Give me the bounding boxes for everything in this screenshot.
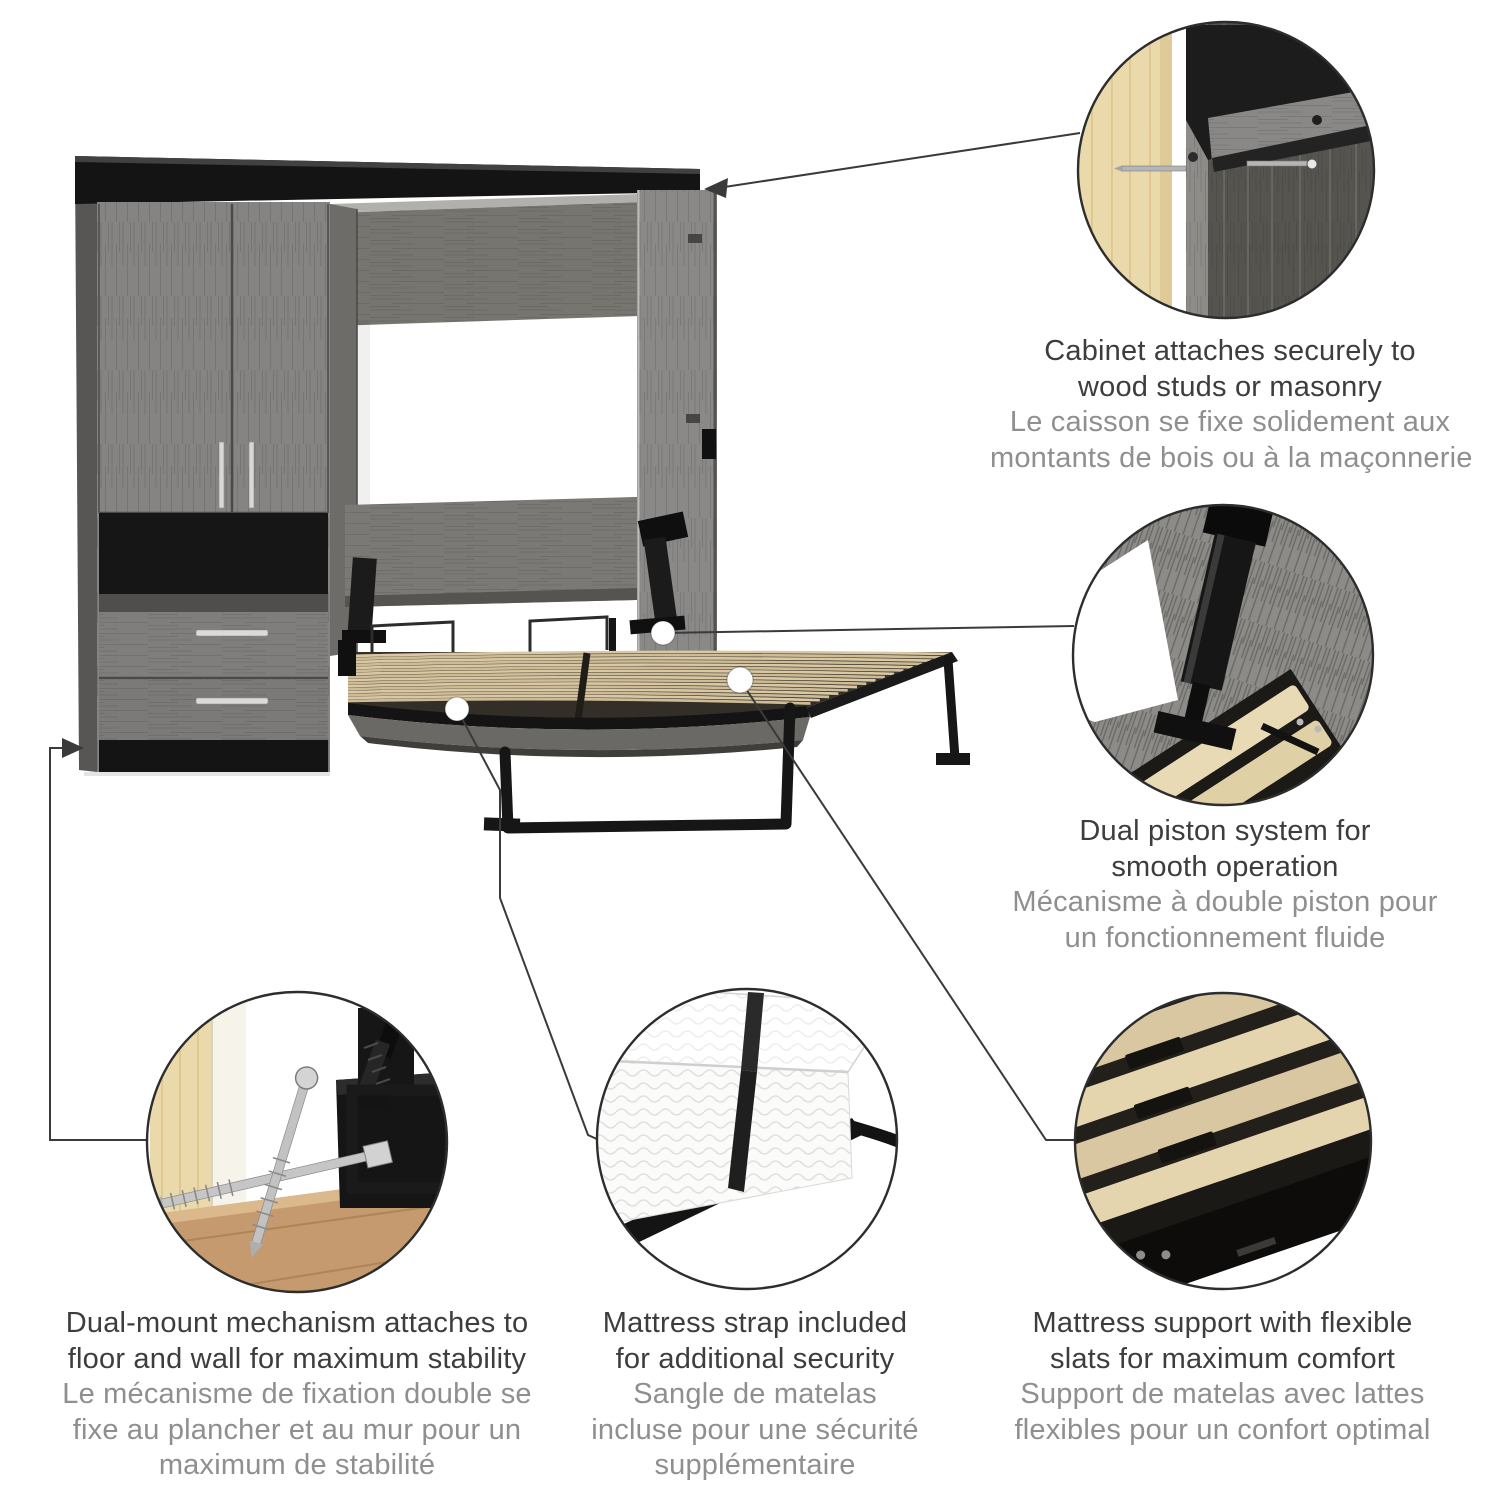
leader-anchor-dots [444, 620, 754, 722]
feature-text-dual-piston: Dual piston system for smooth operation … [990, 814, 1460, 956]
feature-text-dual-mount: Dual-mount mechanism attaches to floor a… [20, 1306, 574, 1484]
feature-en-line: Mattress support with flexible [1032, 1307, 1413, 1339]
feature-fr-line: Le mécanisme de fixation double se [62, 1378, 532, 1410]
leader-dual-piston [662, 625, 1075, 634]
feature-fr-line: Mécanisme à double piston pour [1012, 886, 1438, 918]
feature-en-line: Cabinet attaches securely to [1044, 335, 1416, 367]
anchor-dot-strap [444, 696, 470, 722]
mattress-strap-band [728, 992, 764, 1192]
feature-en-line: slats for maximum comfort [1050, 1342, 1395, 1375]
leader-dual-mount [49, 747, 148, 1141]
closeup-dual-piston [1071, 503, 1375, 807]
leader-mattress-strap [456, 708, 600, 1141]
closeup-cabinet-attachment [1076, 20, 1376, 320]
drawer-handle-bottom [195, 697, 269, 705]
drawers [99, 612, 328, 740]
closeup-flexible-slats [1073, 991, 1373, 1291]
feature-text-cabinet-attachment: Cabinet attaches securely to wood studs … [990, 334, 1473, 476]
closeup-mattress-strap [595, 987, 899, 1291]
feature-fr-line: Le caisson se fixe solidement aux [1009, 406, 1451, 438]
door-handle-left [218, 441, 225, 509]
feature-en-line: Dual piston system for [1079, 815, 1371, 847]
callout-circle-dual-mount [145, 990, 449, 1294]
door-pull-handle [702, 429, 716, 459]
feature-en-line: wood studs or masonry [1078, 370, 1382, 403]
feature-en-line: Dual-mount mechanism attaches to [65, 1307, 529, 1339]
callout-circle-mattress-strap [595, 987, 899, 1291]
feature-en-line: smooth operation [1111, 850, 1339, 883]
right-door-open [637, 190, 717, 700]
leader-slat-support [739, 679, 1077, 1141]
cabinet-base [99, 740, 328, 772]
door-handle-right [248, 441, 255, 509]
drawer-handle-top [195, 629, 269, 637]
callout-circle-cabinet-attachment [1076, 20, 1376, 320]
feature-fr-line: maximum de stabilité [158, 1449, 436, 1481]
feature-fr-line: Sangle de matelas [633, 1378, 877, 1410]
bed-cabinet [330, 190, 717, 700]
cabinet-top-cap [75, 156, 700, 204]
feature-fr-line: supplémentaire [654, 1449, 856, 1481]
closeup-dual-mount [145, 990, 449, 1294]
piston-assembly [1153, 505, 1276, 751]
feature-fr-line: Support de matelas avec lattes [1020, 1378, 1425, 1410]
arrowhead-dual-mount [62, 738, 84, 758]
mounting-screws [1114, 115, 1322, 172]
storage-cabinet [84, 202, 330, 776]
feature-fr-line: incluse pour une sécurité [591, 1413, 919, 1446]
cabinet-left-side-panel [75, 166, 97, 772]
bed-legs [499, 655, 960, 834]
feature-en-line: Mattress strap included [602, 1307, 908, 1339]
mattress-retainer-bars [370, 615, 609, 657]
feature-text-slat-support: Mattress support with flexible slats for… [970, 1306, 1475, 1448]
bed-frame [338, 640, 970, 834]
anchor-dot-slats [726, 666, 754, 694]
feature-fr-line: fixe au plancher et au mur pour un [72, 1413, 522, 1446]
left-piston [342, 557, 386, 643]
open-shelf [99, 513, 328, 612]
callout-circle-dual-piston [1071, 503, 1375, 807]
feature-text-mattress-strap: Mattress strap included for additional s… [540, 1306, 970, 1484]
wall-bed-unit [75, 156, 970, 834]
callout-circle-flexible-slats [1073, 991, 1373, 1291]
leader-lines [49, 132, 1081, 1141]
feature-en-line: floor and wall for maximum stability [67, 1342, 527, 1375]
feature-fr-line: flexibles pour un confort optimal [1014, 1413, 1431, 1446]
feature-fr-line: un fonctionnement fluide [1064, 921, 1386, 954]
feature-en-line: for additional security [615, 1342, 895, 1375]
feature-fr-line: montants de bois ou à la maçonnerie [990, 441, 1473, 474]
arrowhead-cabinet-attachment [704, 178, 728, 198]
bed-slats [347, 650, 951, 705]
anchor-dot-piston [650, 620, 676, 646]
leader-cabinet-attachment [717, 132, 1081, 189]
lag-screw-floor [249, 1066, 319, 1258]
